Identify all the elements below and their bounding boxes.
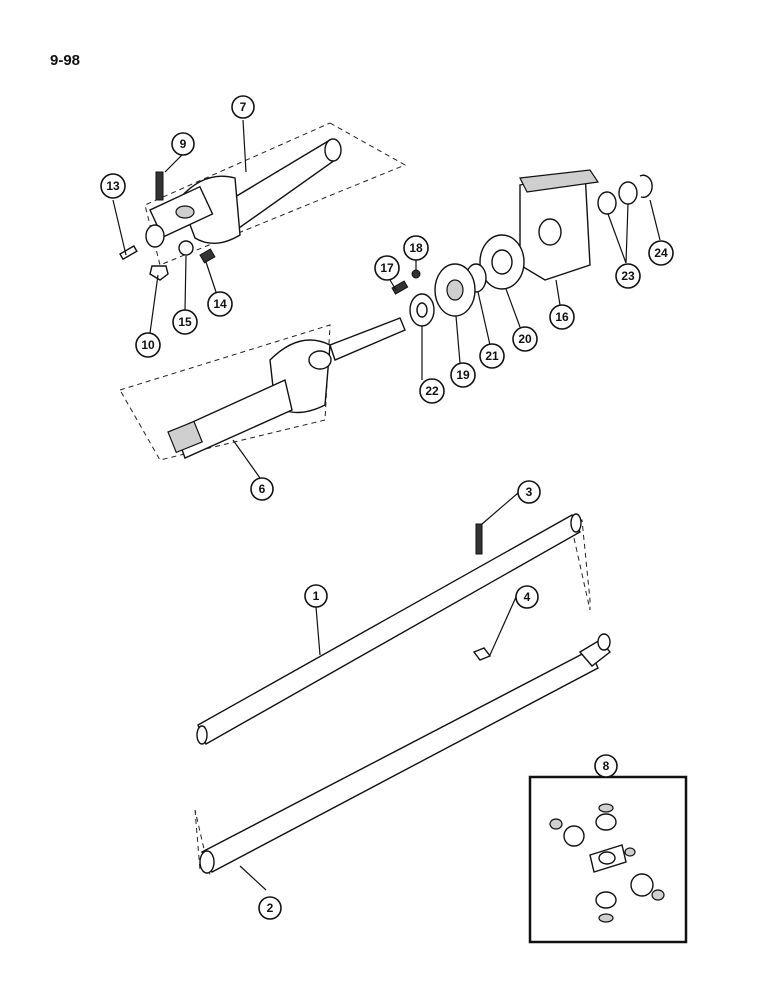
callout-14: 14 [207,291,233,317]
callout-15: 15 [172,309,198,335]
callout-24: 24 [648,240,674,266]
callout-9-label: 9 [180,137,187,151]
outer-tube [194,633,612,876]
ujoint-kit-inset [528,775,688,944]
callout-8-label: 8 [603,759,610,773]
callout-3: 3 [517,480,541,504]
callout-10-label: 10 [141,338,155,352]
bolt-9 [155,171,164,201]
callout-20: 20 [512,326,538,352]
callout-23-label: 23 [621,269,635,283]
callout-2-label: 2 [267,901,274,915]
washer-23b [618,181,638,205]
snap-ring-24 [639,174,653,199]
callout-24-label: 24 [654,246,668,260]
callout-23: 23 [615,263,641,289]
leader-lines [112,119,661,891]
page-number: 9-98 [50,52,81,69]
callout-14-label: 14 [213,297,227,311]
callout-9: 9 [171,132,195,156]
bracket-assembly [391,169,653,327]
spring-washer-15 [178,240,194,256]
callout-10: 10 [135,332,161,358]
callout-15-label: 15 [178,315,192,329]
callout-19-label: 19 [456,368,470,382]
washer-23a [597,191,617,215]
callout-8: 8 [594,754,618,778]
upper-steering-shaft [144,122,407,266]
callout-19: 19 [450,362,476,388]
callout-4: 4 [515,585,539,609]
callout-13: 13 [100,173,126,199]
callout-20-label: 20 [518,332,532,346]
callout-6-label: 6 [259,482,266,496]
roll-pin-13 [119,245,138,261]
callout-7-label: 7 [240,100,247,114]
callout-18: 18 [403,235,429,261]
callout-4-label: 4 [524,590,531,604]
lower-steering-shaft [119,317,406,461]
callout-1: 1 [304,584,328,608]
callout-17-label: 17 [380,261,394,275]
nut-18 [411,269,421,279]
bolt-17 [391,280,409,295]
callout-1-label: 1 [313,589,320,603]
nut-4 [472,647,492,661]
callout-3-label: 3 [526,485,533,499]
callout-18-label: 18 [409,241,423,255]
callout-16: 16 [549,304,575,330]
set-screw-14 [199,248,216,264]
upper-hardware [119,171,216,281]
callout-6: 6 [250,477,274,501]
callout-7: 7 [231,95,255,119]
callout-2: 2 [258,896,282,920]
callout-13-label: 13 [106,179,120,193]
callout-21-label: 21 [485,349,499,363]
bolt-3 [475,523,483,555]
callout-22-label: 22 [425,384,439,398]
callout-17: 17 [374,255,400,281]
callout-21: 21 [479,343,505,369]
nut-10 [149,265,169,281]
column-tube [196,513,591,745]
callout-16-label: 16 [555,310,569,324]
callout-22: 22 [419,378,445,404]
